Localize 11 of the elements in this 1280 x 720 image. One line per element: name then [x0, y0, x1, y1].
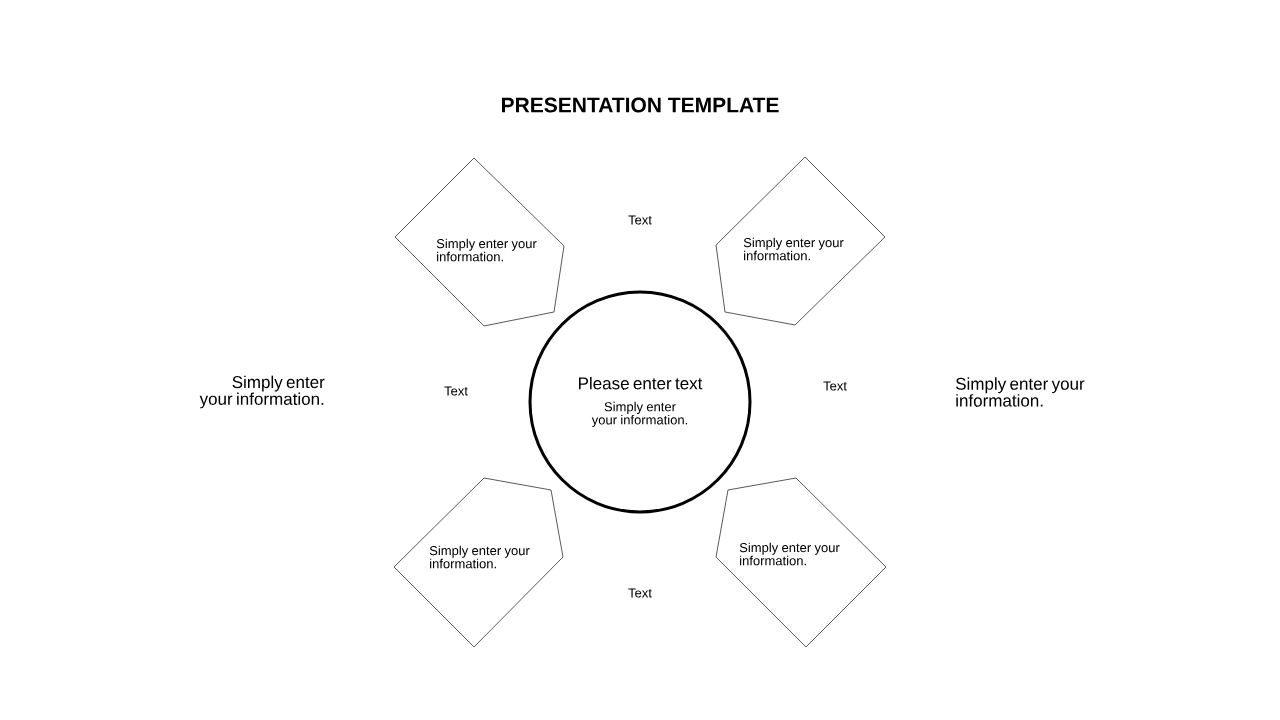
label-text: Text: [823, 381, 847, 391]
pentagon: Simply enter your information.: [394, 157, 565, 327]
label-text: Text: [628, 215, 652, 225]
pentagon: Simply enter your information.: [393, 477, 564, 648]
label-text: Text: [444, 386, 468, 396]
side-text: Simply enter your information.: [955, 377, 1085, 407]
pentagon: Simply enter your information.: [715, 477, 887, 648]
pentagon: Simply enter your information.: [715, 156, 886, 326]
title: PRESENTATION TEMPLATE: [502, 97, 779, 113]
side-text: Simply enter your information.: [199, 375, 325, 409]
label-text: Text: [628, 588, 652, 598]
